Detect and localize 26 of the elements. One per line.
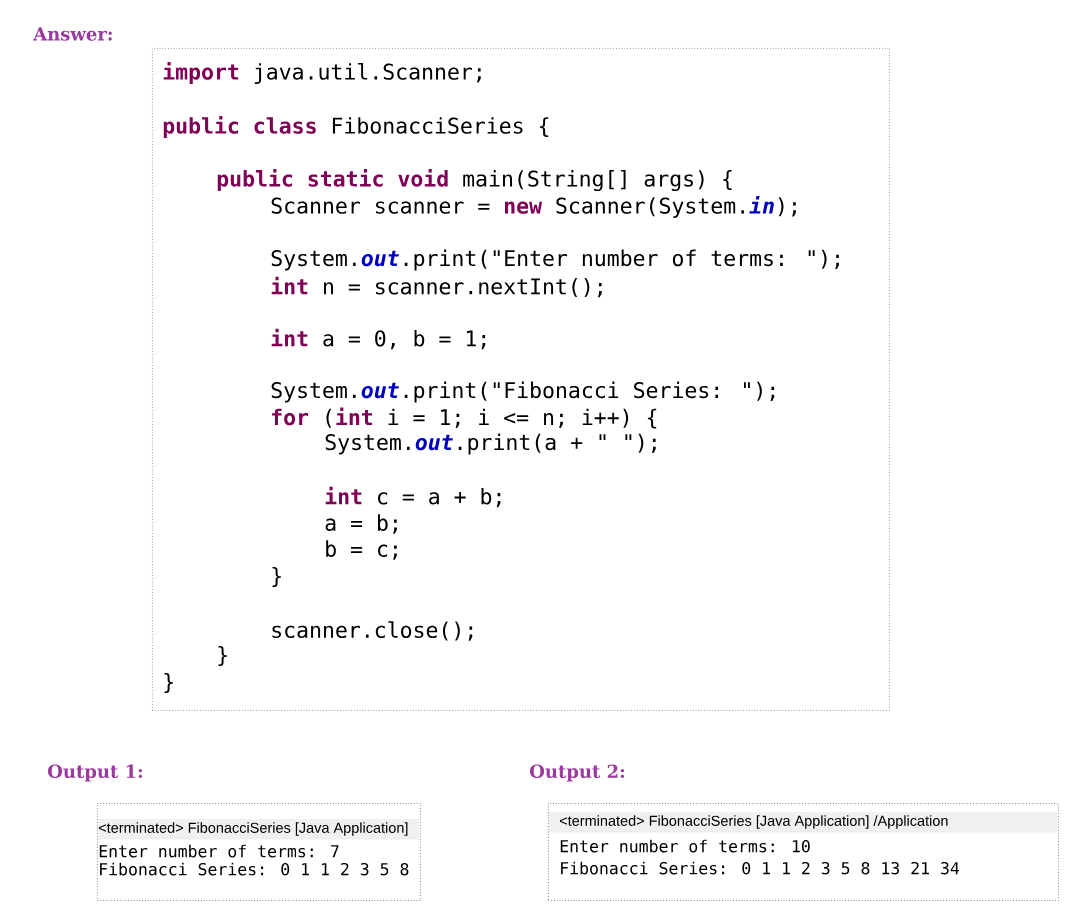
code-line: System.out.print(a + " "); [325, 433, 656, 455]
console-line: Enter number of terms: 10 [560, 839, 810, 853]
code-line: scanner.close(); [272, 621, 473, 641]
code-line: } [164, 673, 173, 693]
code-line: public class FibonacciSeries { [163, 116, 549, 138]
heading: Output 1: [47, 764, 143, 782]
code-line: import java.util.Scanner; [163, 62, 481, 84]
code-line: b = c; [326, 540, 397, 560]
code-line: int c = a + b; [325, 486, 501, 508]
code-line: } [272, 567, 281, 587]
console-header: <terminated> FibonacciSeries [Java Application] [97, 819, 420, 840]
code-line: Scanner scanner = new Scanner(System.in); [271, 196, 796, 218]
code-line: int a = 0, b = 1; [271, 328, 486, 350]
code-line: public static void main(String[] args) { [217, 168, 732, 192]
code-line: int n = scanner.nextInt(); [271, 276, 602, 298]
code-line: System.out.print("Enter number of terms: "); [271, 249, 839, 271]
code-line: for (int i = 1; i <= n; i++) { [272, 407, 657, 429]
code-line: } [218, 646, 227, 666]
console-line: Enter number of terms: 7 [99, 844, 339, 858]
heading: Output 2: [529, 764, 625, 782]
code-line: System.out.print("Fibonacci Series: "); [271, 381, 775, 403]
console-line: Fibonacci Series: 0 1 1 2 3 5 8 [100, 862, 409, 876]
console-header: <terminated> FibonacciSeries [Java Application] /Application [548, 812, 1058, 833]
console-line: Fibonacci Series: 0 1 1 2 3 5 8 13 21 34 [561, 861, 960, 875]
code-line: a = b; [325, 514, 397, 534]
heading: Answer: [33, 27, 112, 41]
